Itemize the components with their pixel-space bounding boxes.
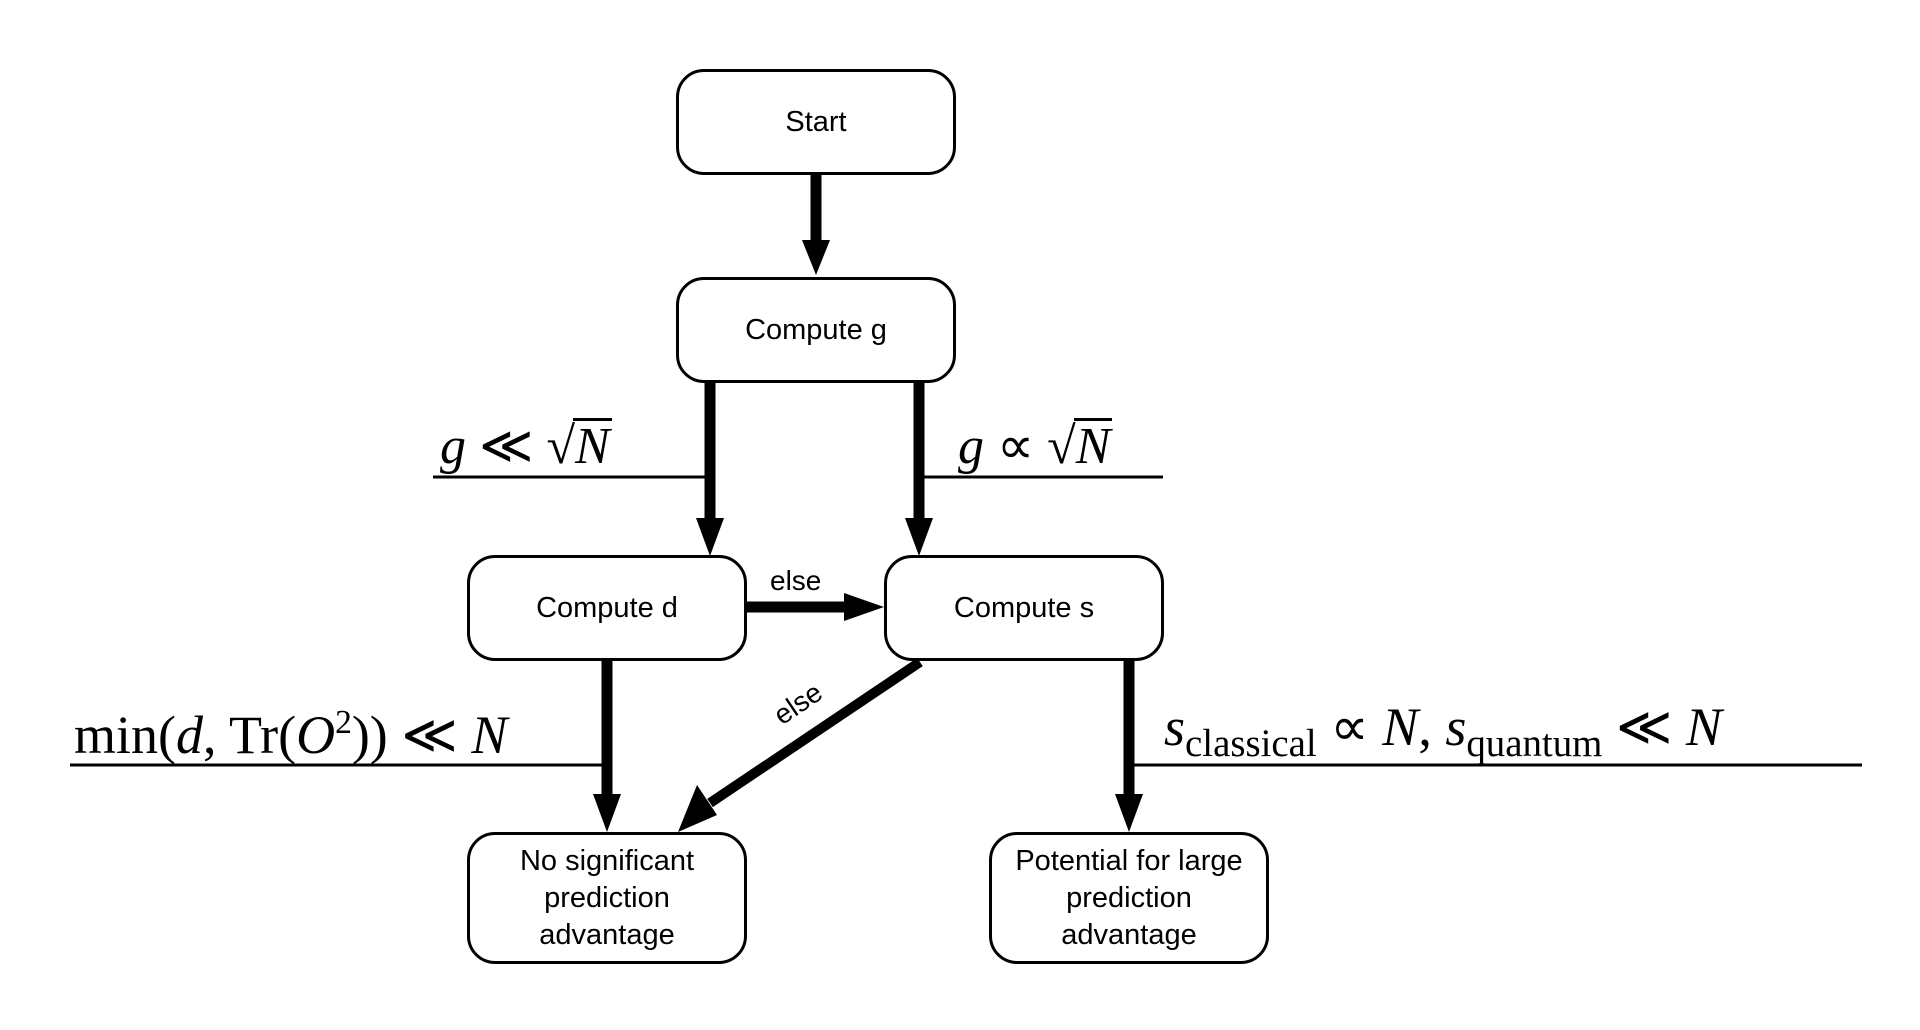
cond-s-rhs1: N <box>1382 697 1419 757</box>
arrow-compute-s-to-no-advantage <box>707 657 923 808</box>
compute-g-label: Compute g <box>745 313 887 346</box>
cond-s2-sub: quantum <box>1466 721 1603 765</box>
arrowhead-no-advantage-else <box>678 785 717 832</box>
arrowhead-no-advantage <box>593 794 621 832</box>
arrowhead-compute-g <box>802 240 830 275</box>
potential-line-2: prediction <box>1066 881 1192 914</box>
condition-g-proportional-sqrt-n: g ∝ √N <box>958 418 1113 475</box>
cond-g-prop-lhs: g <box>958 418 984 475</box>
cond-s-op2: ≪ <box>1615 697 1673 757</box>
arrowhead-compute-s-else <box>844 593 884 621</box>
no-advantage-line-1: No significant <box>519 844 695 877</box>
cond-s1: s <box>1164 697 1186 757</box>
potential-line-3: advantage <box>1061 918 1197 951</box>
cond-min-exp: 2 <box>335 704 352 741</box>
cond-s1-sub: classical <box>1185 721 1317 765</box>
condition-s-classical-quantum: sclassical ∝ N, squantum ≪ N <box>1164 700 1722 764</box>
condition-min-d-tr-o2: min(d, Tr(O2)) ≪ N <box>74 706 507 762</box>
cond-min-sep: , Tr( <box>203 705 297 766</box>
start-node: Start <box>676 69 956 175</box>
compute-s-node: Compute s <box>884 555 1164 661</box>
cond-min-op: ≪ <box>401 705 458 766</box>
else-label-d-to-s: else <box>770 565 822 596</box>
cond-s-rhs2: N <box>1685 697 1722 757</box>
no-advantage-line-3: advantage <box>539 918 675 951</box>
arrowhead-compute-d <box>696 518 724 556</box>
compute-d-node: Compute d <box>467 555 747 661</box>
potential-line-1: Potential for large <box>1015 844 1243 877</box>
cond-g-small-lhs: g <box>440 418 466 475</box>
cond-s-op1: ∝ <box>1330 697 1369 757</box>
cond-g-prop-rhs: N <box>1075 418 1111 475</box>
sqrt-symbol: √N <box>1047 418 1113 475</box>
compute-d-label: Compute d <box>536 591 678 624</box>
arrowhead-compute-s <box>905 518 933 556</box>
cond-s-comma: , <box>1418 697 1432 757</box>
cond-g-prop-op: ∝ <box>997 418 1035 475</box>
cond-s2: s <box>1445 697 1467 757</box>
cond-min-op-var: O <box>296 705 336 766</box>
sqrt-symbol: √N <box>546 418 612 475</box>
cond-min-close: )) <box>351 705 388 766</box>
cond-g-small-op: ≪ <box>479 418 534 475</box>
no-significant-advantage-node: No significant prediction advantage <box>467 832 747 964</box>
cond-min-rhs: N <box>471 705 508 766</box>
cond-min-var: d <box>176 705 203 766</box>
potential-advantage-node: Potential for large prediction advantage <box>989 832 1269 964</box>
compute-g-node: Compute g <box>676 277 956 383</box>
arrowhead-potential <box>1115 794 1143 832</box>
compute-s-label: Compute s <box>953 591 1095 624</box>
cond-g-small-rhs: N <box>574 418 610 475</box>
no-advantage-line-2: prediction <box>544 881 670 914</box>
start-label: Start <box>785 105 847 138</box>
condition-g-much-less-sqrt-n: g ≪ √N <box>440 418 612 473</box>
cond-min-func: min( <box>74 705 176 766</box>
